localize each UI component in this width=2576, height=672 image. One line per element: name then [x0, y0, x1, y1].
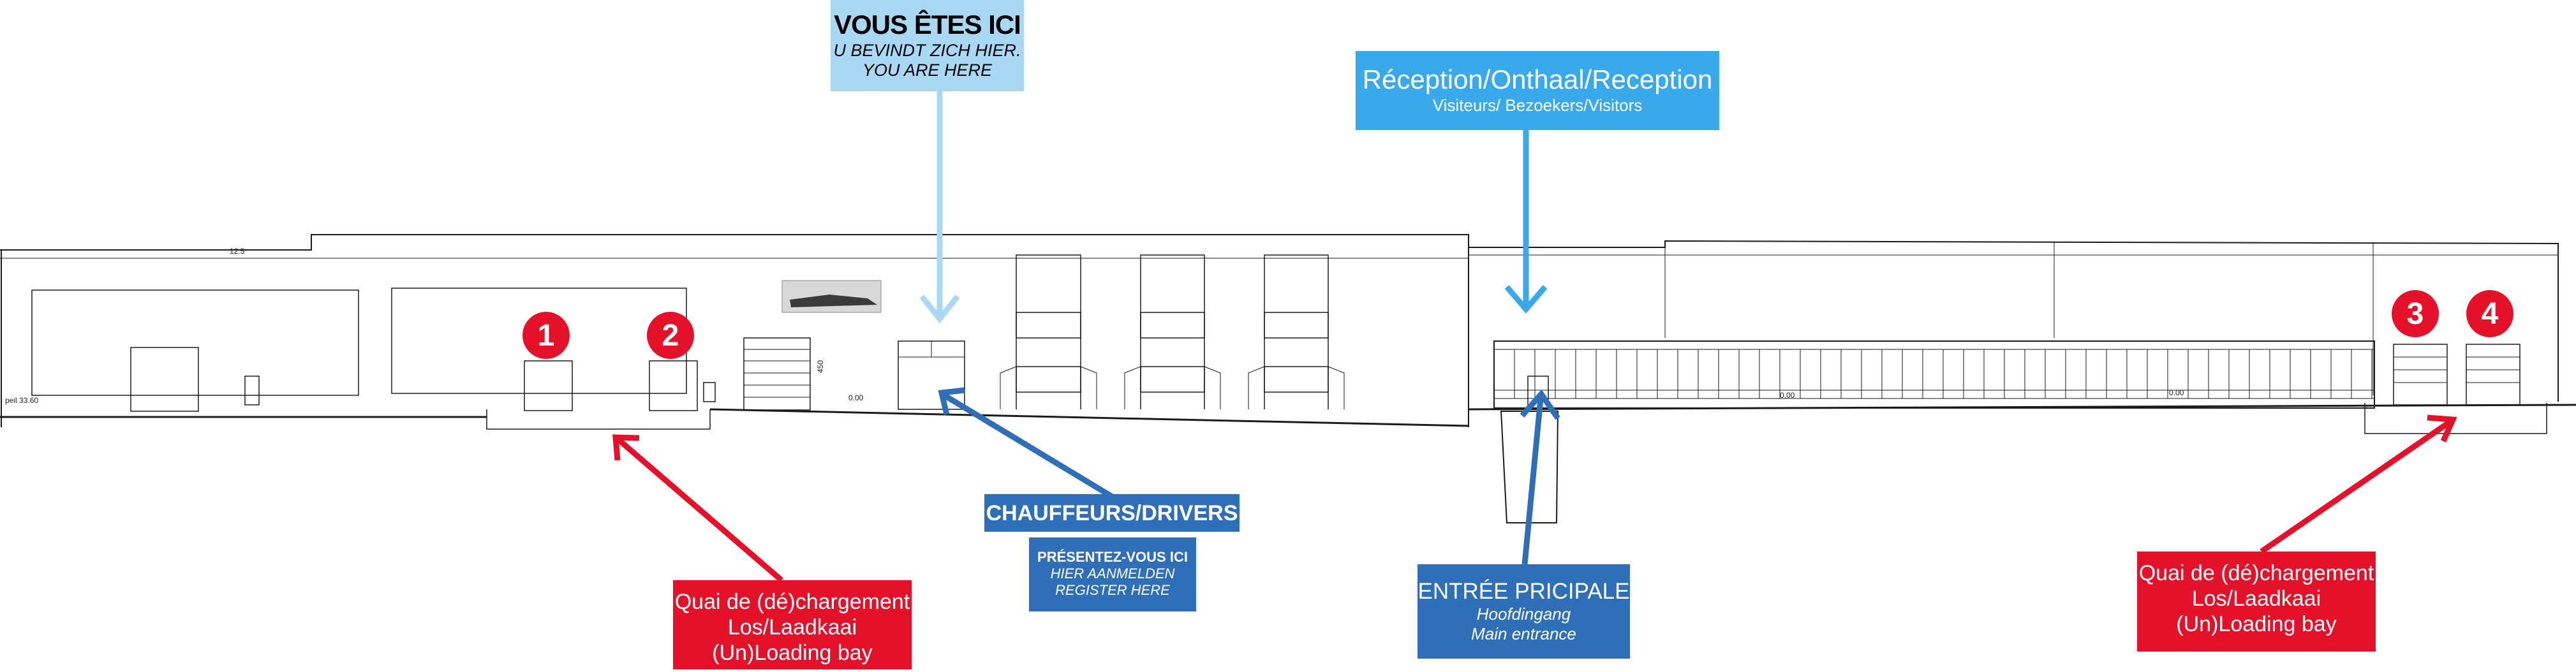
dock-door-3	[2393, 344, 2448, 405]
arrow-loading-bay-right-head	[2427, 414, 2457, 442]
you-are-here-nl: U BEVINDT ZICH HIER.	[833, 40, 1021, 60]
drivers-title: CHAUFFEURS/DRIVERS	[986, 501, 1238, 525]
office-bay-3	[1264, 254, 1329, 409]
bay-number-1: 1	[538, 319, 555, 353]
bay-marker-1: 1	[522, 312, 570, 359]
office-bay-1	[1016, 254, 1081, 409]
reception-title: Réception/Onthaal/Reception	[1362, 64, 1713, 94]
arrow-loading-bay-right	[2260, 420, 2452, 554]
loading-bay-right-label: Quai de (dé)chargement Los/Laadkaai (Un)…	[2137, 551, 2376, 652]
roof-height-note: 12.5	[230, 247, 245, 256]
you-are-here-title: VOUS ÊTES ICI	[834, 10, 1021, 40]
dock-door-2	[649, 360, 698, 411]
you-are-here-en: YOU ARE HERE	[862, 61, 993, 80]
arrow-main-entrance-head	[1520, 389, 1560, 420]
reception-subtitle: Visiteurs/ Bezoekers/Visitors	[1432, 95, 1643, 115]
arrow-loading-bay-left	[617, 437, 783, 583]
building-left-outline	[0, 234, 1469, 427]
sectional-door	[743, 337, 811, 411]
bay-number-2: 2	[662, 319, 679, 353]
arrow-reception-head	[1504, 285, 1548, 314]
bay-marker-3: 3	[2392, 290, 2439, 337]
arrow-drivers-head	[938, 387, 965, 416]
loading-bay-right-nl: Los/Laadkaai	[2191, 587, 2321, 611]
level-note-right: 0.00	[1780, 391, 1795, 400]
loading-bay-left-nl: Los/Laadkaai	[727, 615, 857, 640]
level-note-left: 0.00	[848, 393, 864, 402]
door-height-note: 450	[816, 360, 825, 373]
glass-facade	[1493, 340, 2375, 409]
ground-line-left	[0, 408, 1469, 427]
ground-line-right	[1468, 404, 2576, 411]
main-entrance-en: Main entrance	[1471, 624, 1576, 643]
bay-marker-2: 2	[647, 312, 694, 359]
main-entrance-nl: Hoofdingang	[1476, 604, 1571, 624]
door-narrow	[244, 376, 260, 405]
office-bay-2	[1140, 254, 1205, 409]
bay-number-4: 4	[2482, 297, 2499, 331]
main-entrance-title: ENTRÉE PRICIPALE	[1418, 579, 1630, 604]
reception-label: Réception/Onthaal/Reception Visiteurs/ B…	[1356, 51, 1719, 130]
you-are-here-label: VOUS ÊTES ICI U BEVINDT ZICH HIER. YOU A…	[831, 0, 1024, 91]
bay-number-3: 3	[2407, 297, 2424, 331]
arrow-you-are-here-head	[919, 295, 960, 324]
door-small	[130, 347, 199, 412]
arrow-drivers	[942, 393, 1115, 500]
loading-bay-left-en: (Un)Loading bay	[712, 641, 873, 666]
dock-door-1	[524, 360, 573, 411]
ground-level-note: peil 33.60	[5, 396, 38, 405]
arrow-main-entrance	[1521, 398, 1544, 565]
level-note-far-right: 0.00	[2169, 388, 2184, 397]
arrow-loading-bay-left-head	[612, 434, 640, 461]
dock-pit-right	[2364, 403, 2547, 434]
window-left-1	[31, 289, 359, 396]
truck-silhouette	[790, 295, 877, 307]
dock-door-4	[2466, 344, 2520, 405]
loading-bay-left-fr: Quai de (dé)chargement	[674, 590, 910, 614]
main-entrance-label: ENTRÉE PRICIPALE Hoofdingang Main entran…	[1418, 564, 1630, 659]
dock-door-small	[703, 382, 716, 402]
loading-bay-right-en: (Un)Loading bay	[2176, 612, 2337, 637]
drivers-instructions: PRÉSENTEZ-VOUS ICI HIER AANMELDEN REGIST…	[1029, 537, 1196, 611]
drivers-line-nl: HIER AANMELDEN	[1050, 565, 1175, 581]
loading-bay-left-label: Quai de (dé)chargement Los/Laadkaai (Un)…	[673, 580, 912, 669]
dock-pit-left	[486, 409, 711, 430]
drivers-line-fr: PRÉSENTEZ-VOUS ICI	[1037, 549, 1188, 565]
bay-marker-4: 4	[2466, 290, 2513, 337]
loading-bay-right-fr: Quai de (dé)chargement	[2138, 561, 2374, 585]
drivers-label: CHAUFFEURS/DRIVERS	[984, 494, 1240, 532]
drivers-line-en: REGISTER HERE	[1055, 581, 1170, 598]
